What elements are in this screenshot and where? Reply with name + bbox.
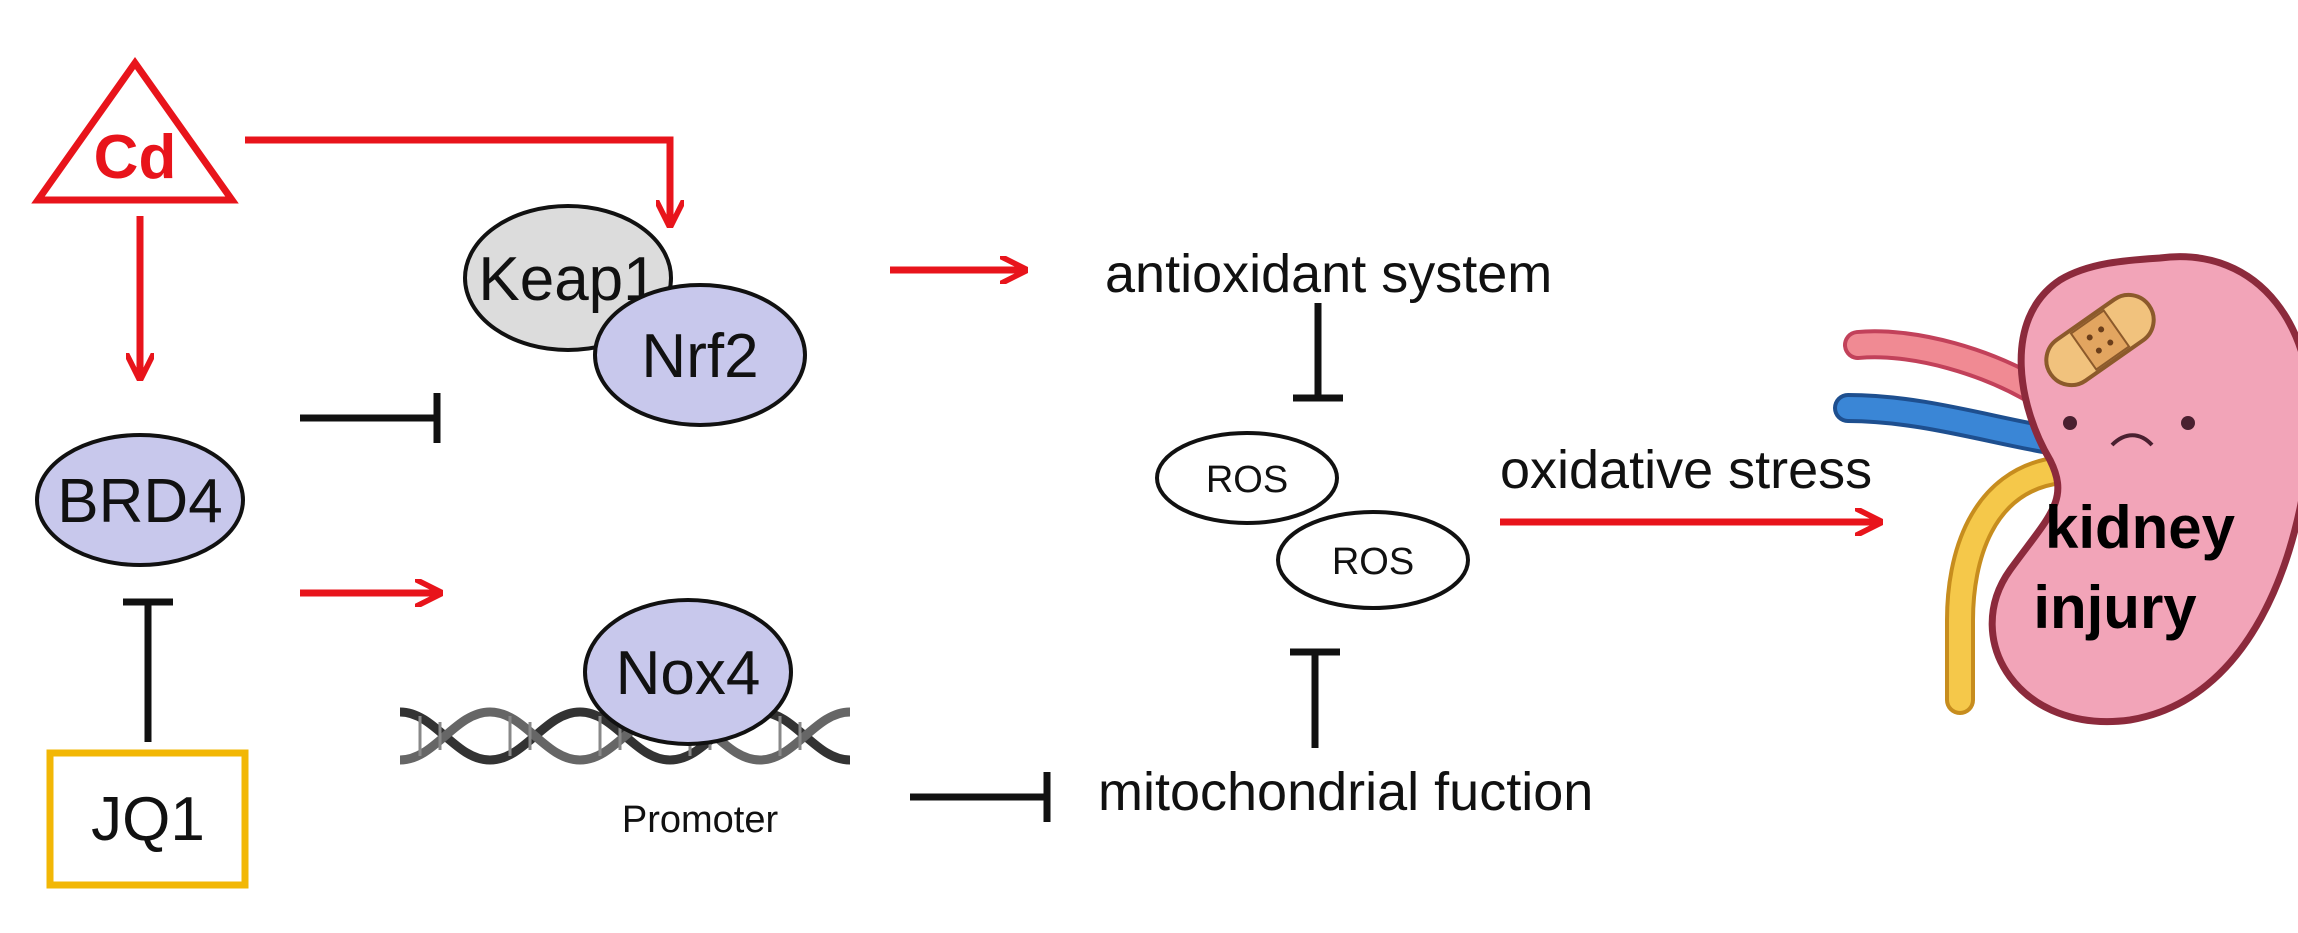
kidney-label: kidney (2045, 494, 2236, 561)
ros-node-2: ROS (1276, 510, 1470, 610)
injury-label: injury (2033, 574, 2197, 641)
cd-node: Cd (31, 56, 239, 204)
nox4-label: Nox4 (616, 639, 761, 708)
ros-node-1: ROS (1155, 431, 1339, 525)
brd4-label: BRD4 (57, 467, 222, 536)
bandage-icon (2044, 292, 2156, 388)
edge-jq1-inhibits-brd4 (123, 598, 173, 742)
nox4-node: Nox4 (583, 598, 793, 746)
jq1-label: JQ1 (91, 785, 205, 854)
promoter-label: Promoter (622, 799, 779, 841)
mitochondrial-function-label: mitochondrial fuction (1098, 762, 1593, 822)
edge-nox4-inhibits-mito (910, 772, 1051, 822)
jq1-node: JQ1 (46, 749, 249, 889)
brd4-node: BRD4 (35, 433, 245, 567)
oxidative-stress-label: oxidative stress (1500, 440, 1872, 500)
nrf2-label: Nrf2 (641, 322, 758, 391)
edge-antioxidant-inhibits-ros (1293, 303, 1343, 402)
edge-brd4-inhibits-keap1 (300, 393, 441, 443)
ros-label-2: ROS (1332, 541, 1414, 583)
sad-face-icon (2063, 416, 2195, 447)
edge-cd-to-nrf2 (245, 136, 670, 225)
kidney-illustration: kidney injury (1833, 253, 2298, 726)
antioxidant-system-label: antioxidant system (1105, 244, 1552, 304)
edge-mito-inhibits-ros (1290, 648, 1340, 748)
cd-label: Cd (94, 123, 177, 192)
ros-label-1: ROS (1206, 459, 1288, 501)
nrf2-node: Nrf2 (593, 283, 807, 427)
